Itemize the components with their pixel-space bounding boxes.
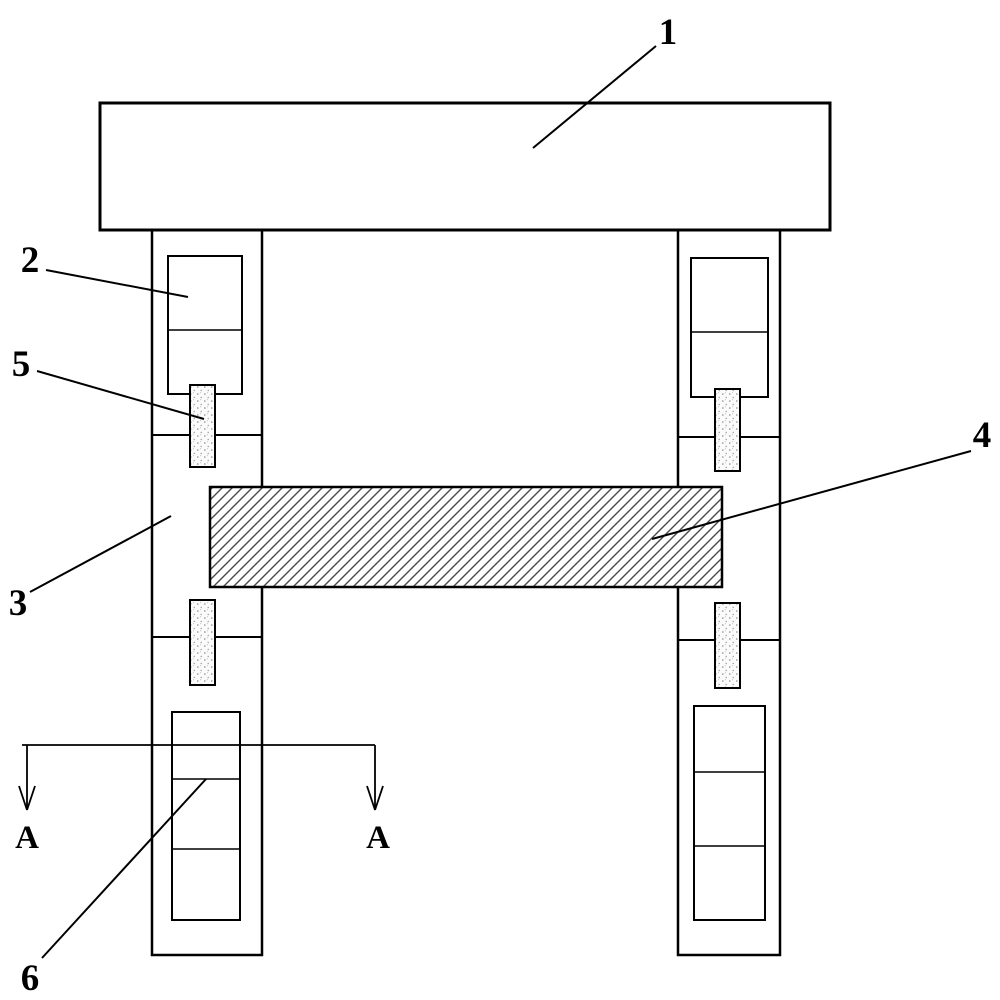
ref-label-1: 1 <box>659 12 678 53</box>
section-arrow-right <box>366 785 384 811</box>
left-upper-stipple-pad <box>189 384 216 468</box>
leader-line-2 <box>45 269 189 298</box>
right-lower-block <box>693 705 766 921</box>
right-upper-block <box>690 257 769 398</box>
section-cut-line <box>18 744 384 811</box>
section-label-a-left: A <box>15 820 39 856</box>
hatched-cross-bar <box>208 485 724 589</box>
ref-label-2: 2 <box>21 240 40 281</box>
left-lower-block <box>171 711 241 921</box>
section-arrow-left <box>18 785 36 811</box>
leader-line-5 <box>36 370 205 420</box>
leader-line-4 <box>651 450 972 540</box>
ref-label-6: 6 <box>21 958 40 999</box>
left-upper-block <box>167 255 243 395</box>
left-lower-stipple-pad <box>189 599 216 686</box>
leader-line-6 <box>41 778 207 959</box>
ref-label-4: 4 <box>973 415 992 456</box>
right-lower-stipple-pad <box>714 602 741 689</box>
section-label-a-right: A <box>366 820 390 856</box>
leader-line-3 <box>29 515 172 593</box>
ref-label-5: 5 <box>12 344 31 385</box>
leader-line-1 <box>532 45 657 149</box>
ref-label-3: 3 <box>9 583 28 624</box>
right-upper-stipple-pad <box>714 388 741 472</box>
top-beam <box>98 101 832 232</box>
